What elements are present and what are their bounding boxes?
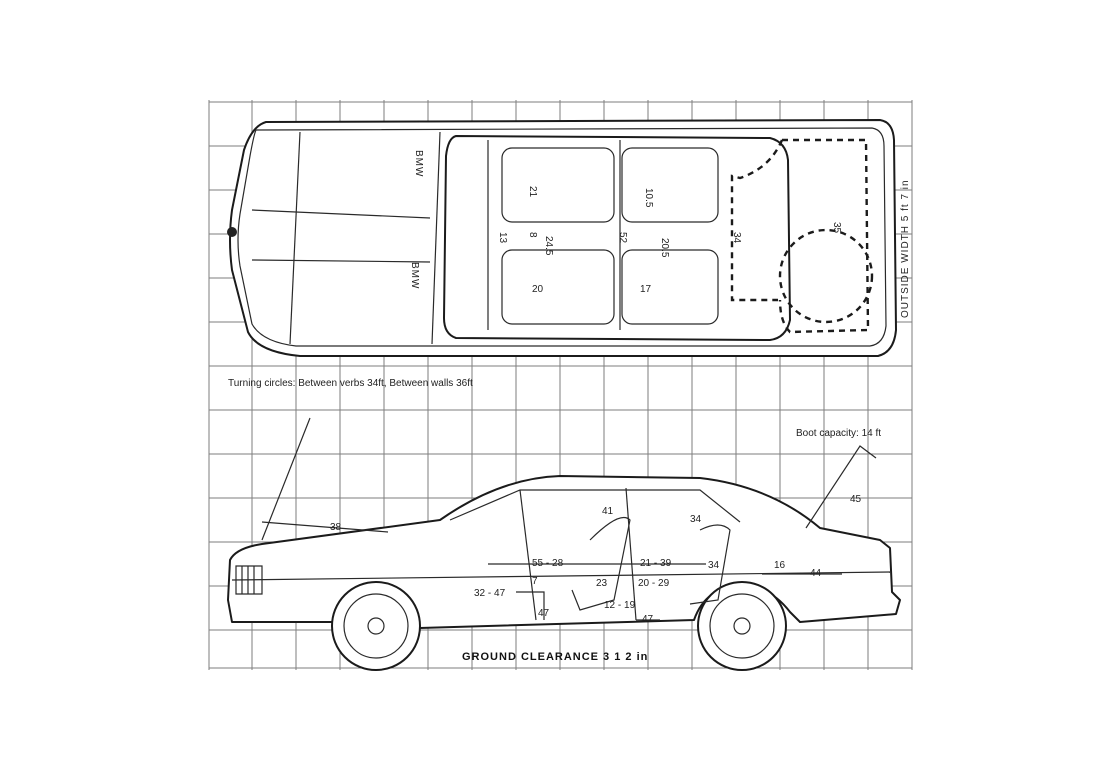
dim-rear-cushion: 47 xyxy=(642,614,654,625)
dim-rear-seat-depth: 10.5 xyxy=(643,188,654,208)
dim-rear-seat-height: 20.5 xyxy=(659,238,670,258)
bonnet-badge-bottom: BMW xyxy=(409,262,420,289)
annotation-ground-clearance: GROUND CLEARANCE 3 1 2 in xyxy=(462,651,648,663)
annotation-boot-capacity: Boot capacity: 14 ft xyxy=(796,428,881,439)
bonnet-badge-top: BMW xyxy=(413,150,424,177)
dim-front-seat-depth: 21 xyxy=(527,186,538,198)
dim-front-seat-width: 20 xyxy=(532,284,544,295)
dim-boot-depth: 35 xyxy=(831,222,842,234)
annotation-outside-width: OUTSIDE WIDTH 5 ft 7 in xyxy=(900,179,911,318)
side-view xyxy=(227,417,901,671)
dim-front-legroom: 55 - 28 xyxy=(532,558,564,569)
top-view: BMW BMW xyxy=(227,119,897,357)
dim-rear-width: 34 xyxy=(731,232,742,244)
dim-rear-head: 34 xyxy=(690,514,702,525)
dim-rear-legroom: 21 - 39 xyxy=(640,558,672,569)
dim-front-seat-height: 24.5 xyxy=(543,236,554,256)
annotation-turning-circles: Turning circles: Between verbs 34ft, Bet… xyxy=(228,378,473,389)
dim-cabin-width-front: 13 xyxy=(497,232,508,244)
dim-front-floor: 12 - 19 xyxy=(604,600,636,611)
dim-rear-seat-width: 17 xyxy=(640,284,652,295)
dim-front-step: 7 xyxy=(532,576,538,587)
dim-rear-overhang: 44 xyxy=(810,568,822,579)
dim-bonnet-length: 38 xyxy=(330,522,342,533)
dim-seat-height: 23 xyxy=(596,578,608,589)
dim-boot-angle: 45 xyxy=(850,494,862,505)
dim-seat-back: 41 xyxy=(602,506,614,517)
dim-front-cushion: 47 xyxy=(538,608,550,619)
dim-pedal: 32 - 47 xyxy=(474,588,506,599)
dim-rear-knee: 20 - 29 xyxy=(638,578,670,589)
dim-boot-height: 16 xyxy=(774,560,786,571)
dim-front-seat-gap: 8 xyxy=(527,232,538,238)
dim-cabin-center: 52 xyxy=(617,232,628,244)
dim-rear-back: 34 xyxy=(708,560,720,571)
